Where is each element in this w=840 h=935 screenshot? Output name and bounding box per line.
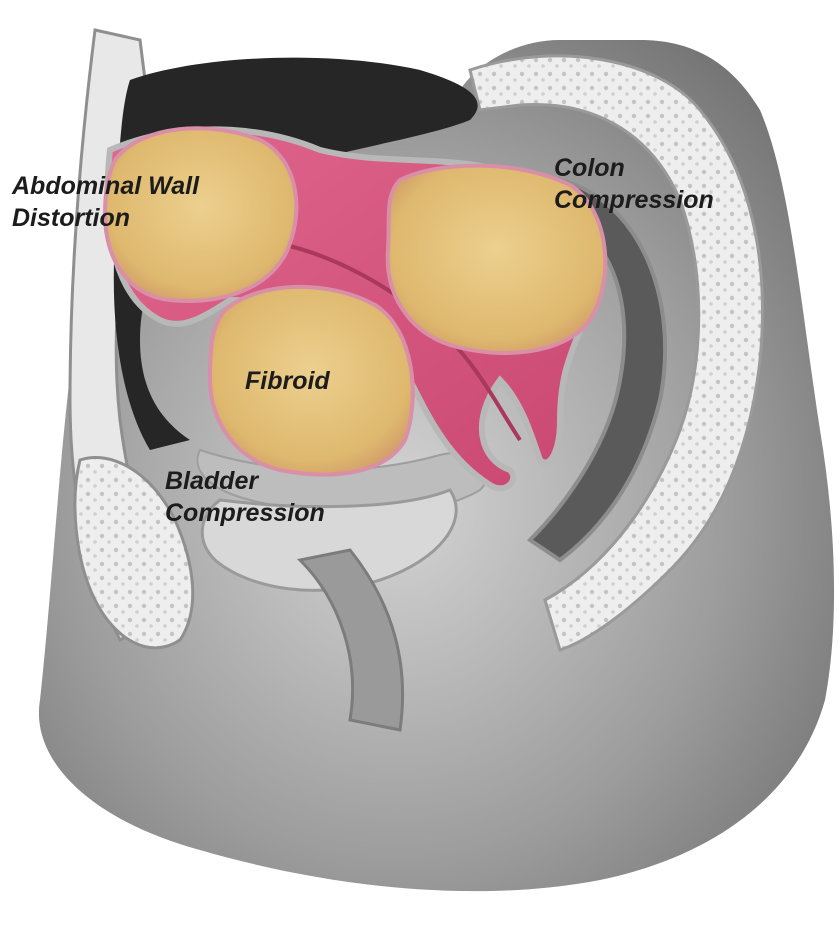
abdominal-wall-label-line-2: Distortion xyxy=(12,202,199,234)
colon-compression-label: Colon Compression xyxy=(554,152,714,216)
bladder-label-line-2: Compression xyxy=(165,497,325,529)
abdominal-wall-distortion-label: Abdominal Wall Distortion xyxy=(12,170,199,234)
abdominal-wall-label-line-1: Abdominal Wall xyxy=(12,170,199,202)
colon-label-line-2: Compression xyxy=(554,184,714,216)
colon-label-line-1: Colon xyxy=(554,152,714,184)
fibroid-label: Fibroid xyxy=(245,365,330,397)
bladder-label-line-1: Bladder xyxy=(165,465,325,497)
fibroid-label-text: Fibroid xyxy=(245,365,330,397)
bladder-compression-label: Bladder Compression xyxy=(165,465,325,529)
